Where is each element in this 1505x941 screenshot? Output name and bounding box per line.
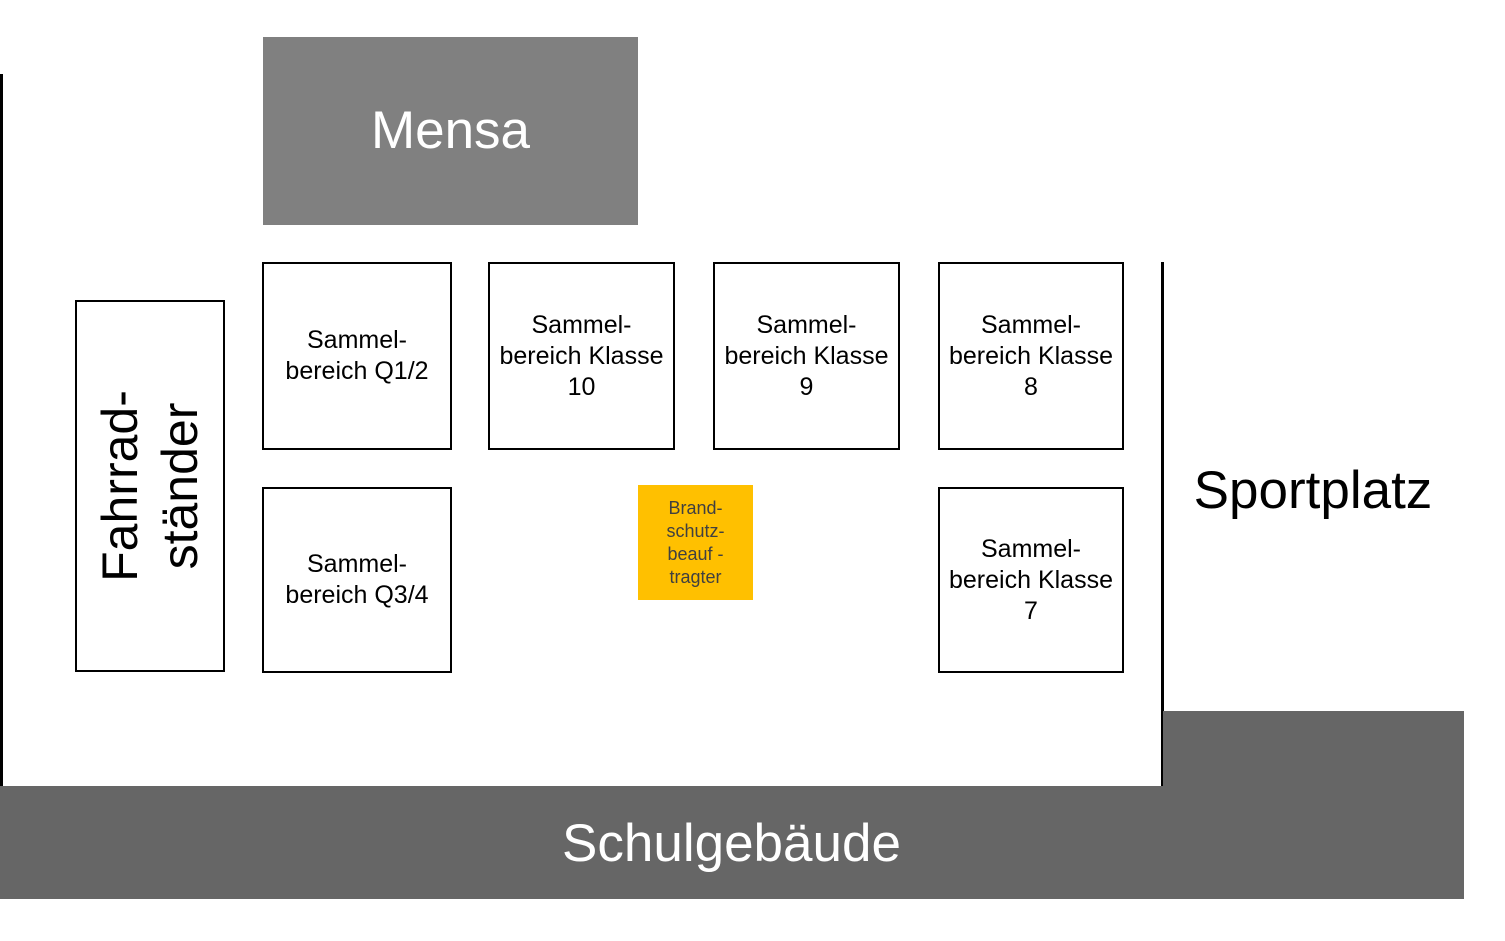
building-block-right [1163, 711, 1464, 899]
assembly-area-klasse-9-line1: Sammel- [756, 310, 857, 339]
sportfield-boundary-line [1161, 262, 1164, 786]
assembly-area-klasse-8-line3: 8 [1024, 372, 1038, 401]
sportplatz-label: Sportplatz [1193, 461, 1433, 520]
fire-safety-officer-line1: Brand- [668, 497, 723, 518]
assembly-area-q12-line2: bereich Q1/2 [285, 357, 429, 385]
assembly-area-klasse-7-line2: bereich Klasse [949, 565, 1113, 594]
bike-rack-area: Fahrrad- ständer [75, 300, 225, 672]
school-building-area [0, 786, 1163, 899]
assembly-area-klasse-9-line3: 9 [799, 372, 814, 401]
assembly-area-klasse-7-line3: 7 [1024, 596, 1038, 625]
assembly-area-klasse-8-line2: bereich Klasse [949, 341, 1113, 370]
assembly-area-klasse-10-line1: Sammel- [531, 310, 632, 339]
assembly-area-klasse-9-line2: bereich Klasse [724, 341, 889, 370]
assembly-area-klasse-10-line2: bereich Klasse [499, 341, 664, 370]
bike-rack-label-line1: Fahrrad- [92, 390, 149, 582]
assembly-area-klasse-8: Sammel- bereich Klasse 8 [938, 262, 1124, 450]
assembly-area-q12: Sammel- bereich Q1/2 [262, 262, 452, 450]
assembly-area-q34-line2: bereich Q3/4 [285, 581, 429, 609]
left-boundary-line [0, 74, 3, 786]
assembly-area-klasse-8-line1: Sammel- [980, 310, 1081, 339]
assembly-area-klasse-10-line3: 10 [567, 372, 596, 401]
school-building-label: Schulgebäude [562, 814, 901, 873]
assembly-area-klasse-7: Sammel- bereich Klasse 7 [938, 487, 1124, 673]
assembly-area-q12-line1: Sammel- [306, 326, 407, 354]
assembly-area-q34: Sammel- bereich Q3/4 [262, 487, 452, 673]
fire-safety-officer-line2: schutz- [666, 520, 725, 541]
assembly-area-klasse-7-line1: Sammel- [980, 534, 1081, 563]
assembly-area-klasse-9: Sammel- bereich Klasse 9 [713, 262, 900, 450]
bike-rack-label: Fahrrad- ständer [90, 390, 210, 582]
fire-safety-officer-box: Brand- schutz- beauf - tragter [638, 485, 753, 600]
mensa-label: Mensa [370, 101, 531, 160]
fire-safety-officer-line3: beauf - [667, 543, 724, 564]
assembly-area-q34-line1: Sammel- [306, 550, 407, 578]
mensa-area: Mensa [263, 37, 638, 225]
assembly-area-klasse-10: Sammel- bereich Klasse 10 [488, 262, 675, 450]
bike-rack-label-line2: ständer [152, 402, 209, 570]
fire-safety-officer-line4: tragter [669, 566, 722, 587]
